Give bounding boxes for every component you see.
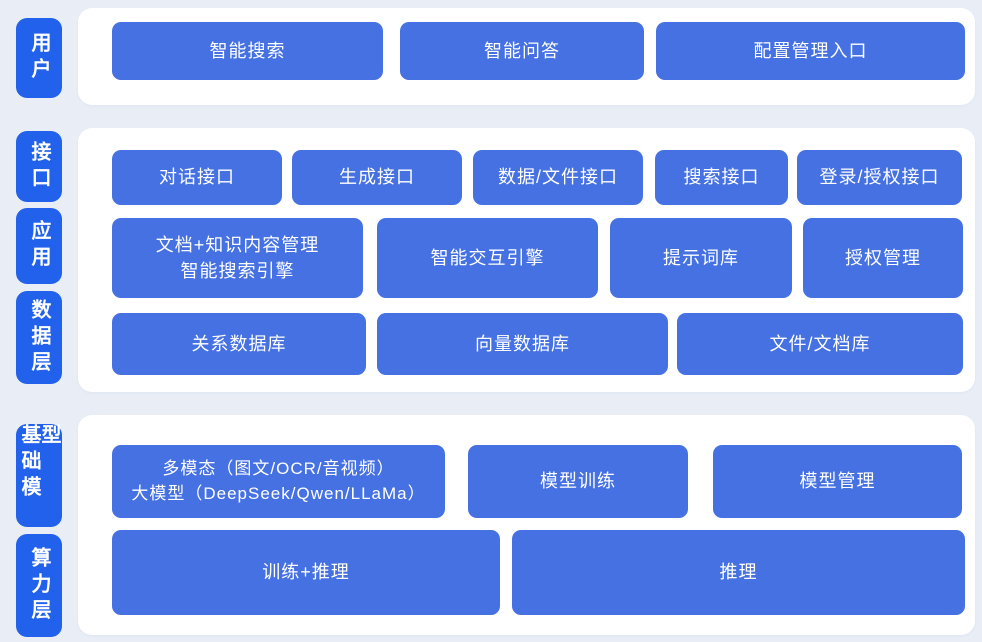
box-login-auth-api: 登录/授权接口: [797, 150, 962, 205]
side-label-data-layer-text: 数据层: [28, 298, 50, 377]
box-dialog-api: 对话接口: [112, 150, 282, 205]
box-label-line2: 大模型（DeepSeek/Qwen/LLaMa）: [131, 483, 426, 503]
side-label-user-text: 用户: [28, 32, 50, 84]
side-label-compute-layer: 算力层: [16, 534, 62, 637]
box-search-api: 搜索接口: [655, 150, 788, 205]
box-config-entry: 配置管理入口: [656, 22, 965, 80]
box-interaction-engine: 智能交互引擎: [377, 218, 598, 298]
side-label-application: 应用: [16, 208, 62, 284]
side-label-base-model: 基础模型: [16, 424, 62, 527]
box-relational-db: 关系数据库: [112, 313, 366, 375]
side-label-data-layer: 数据层: [16, 291, 62, 384]
box-prompt-library: 提示词库: [610, 218, 792, 298]
box-model-training: 模型训练: [468, 445, 688, 518]
box-infer: 推理: [512, 530, 965, 615]
box-label: 授权管理: [845, 247, 921, 268]
side-label-user: 用户: [16, 18, 62, 98]
box-label: 文件/文档库: [769, 333, 871, 354]
side-label-base-model-text: 基础模型: [18, 424, 60, 502]
side-label-interface-text: 接口: [28, 140, 50, 193]
box-label: 训练+推理: [262, 562, 350, 583]
box-label-line1: 文档+知识内容管理: [155, 234, 320, 255]
box-vector-db: 向量数据库: [377, 313, 668, 375]
box-label: 登录/授权接口: [819, 167, 940, 188]
box-label: 向量数据库: [475, 333, 570, 354]
side-label-interface: 接口: [16, 131, 62, 202]
box-label-line1: 多模态（图文/OCR/音视频）: [162, 458, 395, 478]
box-data-file-api: 数据/文件接口: [473, 150, 643, 205]
box-doc-knowledge-search-engine: 文档+知识内容管理 智能搜索引擎: [112, 218, 363, 298]
box-label: 数据/文件接口: [497, 167, 618, 188]
box-label: 智能交互引擎: [430, 247, 545, 268]
box-label: 搜索接口: [683, 167, 760, 188]
box-auth-management: 授权管理: [803, 218, 963, 298]
box-label: 生成接口: [339, 167, 415, 188]
box-label: 配置管理入口: [753, 40, 868, 61]
box-smart-search: 智能搜索: [112, 22, 383, 80]
box-label: 智能搜索: [209, 40, 286, 61]
box-label: 模型管理: [799, 471, 876, 492]
box-label: 对话接口: [159, 167, 235, 188]
box-generate-api: 生成接口: [292, 150, 462, 205]
box-label: 智能问答: [484, 40, 560, 61]
box-smart-qa: 智能问答: [400, 22, 644, 80]
box-model-management: 模型管理: [713, 445, 962, 518]
box-label-line2: 智能搜索引擎: [180, 261, 295, 281]
box-label: 推理: [719, 562, 758, 583]
side-label-application-text: 应用: [28, 220, 50, 272]
box-label: 关系数据库: [191, 333, 287, 354]
box-train-infer: 训练+推理: [112, 530, 500, 615]
box-file-doc-store: 文件/文档库: [677, 313, 963, 375]
box-label: 提示词库: [663, 247, 739, 268]
side-label-compute-layer-text: 算力层: [28, 546, 50, 625]
box-multimodal-llm: 多模态（图文/OCR/音视频） 大模型（DeepSeek/Qwen/LLaMa）: [112, 445, 445, 518]
box-label: 模型训练: [540, 471, 616, 492]
